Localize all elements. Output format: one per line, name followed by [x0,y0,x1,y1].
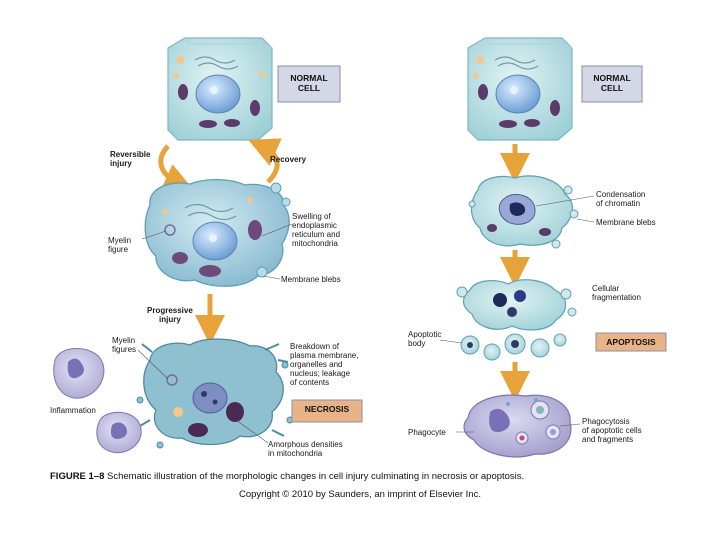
breakdown-label: Breakdown of plasma membrane, organelles… [290,342,358,387]
nucleus [196,75,240,113]
reversible-arrow [161,146,180,184]
fragmented-cell [457,280,576,330]
progressive-injury-label: Progressive injury [147,306,193,324]
myelin-figure-label: Myelin figure [108,236,131,254]
necrotic-cell [137,339,293,448]
condensation-label: Condensation of chromatin [596,190,645,208]
normal-cell-left-label: NORMAL CELL [278,73,340,93]
amorphous-densities-label: Amorphous densities in mitochondria [268,440,343,458]
phagocyte-cell [464,395,571,457]
recovery-arrow [262,146,277,182]
normal-cell-right [468,38,572,140]
apoptosis-label: APOPTOSIS [596,337,666,347]
figure-number: FIGURE 1–8 [50,471,104,482]
recovery-label: Recovery [270,155,306,164]
swollen-cell [145,180,290,287]
caption-text: Schematic illustration of the morphologi… [104,471,524,482]
phagocytosis-label: Phagocytosis of apoptotic cells and frag… [582,417,642,444]
inflammatory-cells [54,348,141,452]
normal-cell-left [168,38,272,140]
phagocyte-label: Phagocyte [408,428,446,437]
necrosis-label: NECROSIS [292,404,362,414]
apoptotic-body-label: Apoptotic body [408,330,441,348]
condensed-cell [469,176,578,248]
figure-caption: FIGURE 1–8 Schematic illustration of the… [50,471,524,482]
normal-cell-right-label: NORMAL CELL [582,73,642,93]
apoptotic-bodies [461,334,566,360]
membrane-blebs-right-label: Membrane blebs [596,218,656,227]
swelling-label: Swelling of endoplasmic reticulum and mi… [292,212,340,248]
myelin-figures-label: Myelin figures [112,336,136,354]
inflammation-label: Inflammation [50,406,96,415]
reversible-injury-label: Reversible injury [110,150,150,168]
cellular-fragmentation-label: Cellular fragmentation [592,284,641,302]
copyright-notice: Copyright © 2010 by Saunders, an imprint… [0,489,720,500]
cell-injury-diagram [0,0,720,470]
membrane-blebs-left-label: Membrane blebs [281,275,341,284]
